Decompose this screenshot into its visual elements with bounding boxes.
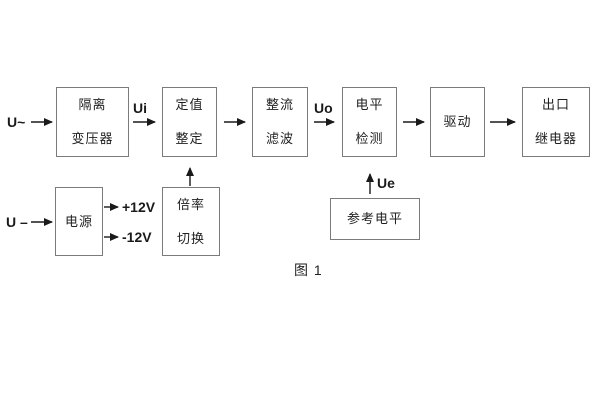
block-ratio-switch: 倍率 切换 <box>162 187 220 256</box>
block-driver: 驱动 <box>430 87 485 157</box>
block-label: 出口 <box>541 97 570 112</box>
label-dc-input: U – <box>6 214 28 230</box>
block-label: 变压器 <box>71 131 114 146</box>
label-ui: Ui <box>133 100 147 116</box>
block-label: 驱动 <box>443 114 472 129</box>
block-label: 参考电平 <box>346 211 403 226</box>
block-label: 隔离 <box>78 97 107 112</box>
block-output-relay: 出口 继电器 <box>522 87 590 157</box>
block-label: 电平 <box>355 97 384 112</box>
label-ac-input: U~ <box>7 114 26 130</box>
label-positive-rail: +12V <box>122 199 156 215</box>
block-setting-adjustment: 定值 整定 <box>162 87 217 157</box>
block-label: 整定 <box>175 131 204 146</box>
block-reference-level: 参考电平 <box>330 198 420 240</box>
block-label: 定值 <box>175 97 204 112</box>
block-label: 整流 <box>265 97 294 112</box>
block-label: 滤波 <box>265 131 294 146</box>
label-negative-rail: -12V <box>122 229 152 245</box>
block-label: 检测 <box>355 131 384 146</box>
block-label: 继电器 <box>534 131 577 146</box>
block-label: 电源 <box>64 213 93 229</box>
block-level-detection: 电平 检测 <box>342 87 397 157</box>
block-label: 倍率 <box>176 196 205 212</box>
figure-caption: 图 1 <box>294 262 323 278</box>
label-uo: Uo <box>314 100 333 116</box>
block-rectifier-filter: 整流 滤波 <box>252 87 308 157</box>
block-power-supply: 电源 <box>55 187 103 256</box>
label-ue: Ue <box>377 175 395 191</box>
block-label: 切换 <box>176 230 205 246</box>
block-isolation-transformer: 隔离 变压器 <box>56 87 129 157</box>
